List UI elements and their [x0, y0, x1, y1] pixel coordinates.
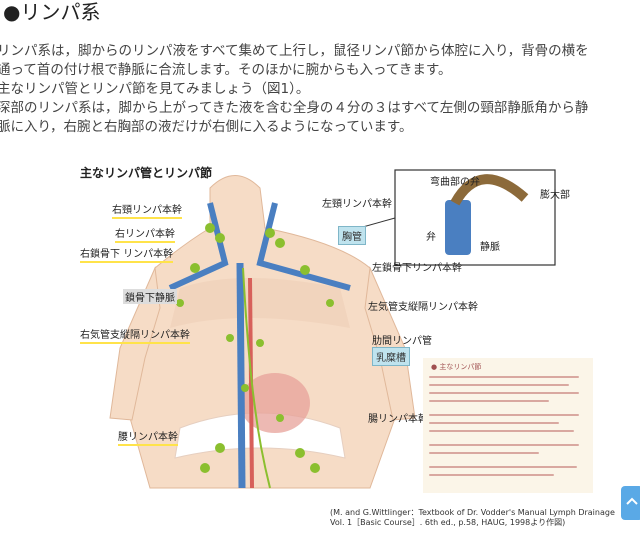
label-lumbar-trunk: 腰リンパ本幹	[118, 428, 178, 446]
label-subclavian-vein: 鎖骨下静脈	[123, 289, 177, 304]
note-text-line	[429, 452, 539, 454]
section-heading: ●リンパ系	[3, 0, 101, 24]
inset-label-dilated: 膨大部	[540, 190, 570, 201]
citation-line: Vol. 1［Basic Course］. 6th ed., p.58, HAU…	[330, 518, 566, 527]
figure-citation: (M. and G.Wittlinger：Textbook of Dr. Vod…	[330, 508, 615, 528]
scroll-to-top-button[interactable]	[621, 486, 640, 520]
label-thoracic-duct: 胸管	[338, 226, 366, 245]
paragraph-line: 通って首の付け根で静脈に合流します。そのほかに腕からも入ってきます。	[0, 62, 452, 78]
label-left-bronchomediastinal: 左気管支縦隔リンパ本幹	[368, 302, 478, 313]
note-text-line	[429, 430, 574, 432]
paragraph-line: 主なリンパ管とリンパ節を見てみましょう（図1）。	[0, 81, 310, 97]
label-right-subclavian: 右鎖骨下 リンパ本幹	[80, 245, 174, 263]
label-left-jugular: 左頸リンパ本幹	[322, 199, 392, 210]
label-intestinal-trunk: 腸リンパ本幹	[368, 414, 428, 425]
lymphatic-system-figure	[60, 158, 600, 530]
note-text-line	[429, 414, 579, 416]
note-text-line	[429, 384, 569, 386]
inset-label-vein: 静脈	[480, 242, 500, 253]
note-text-line	[429, 466, 577, 468]
paragraph-line: 深部のリンパ系は，脚から上がってきた液を含む全身の４分の３はすべて左側の頸部静脈…	[0, 100, 589, 116]
note-text-line	[429, 444, 579, 446]
note-text-line	[429, 422, 559, 424]
citation-line: (M. and G.Wittlinger：Textbook of Dr. Vod…	[330, 508, 615, 517]
paragraph-line: リンパ系は，脚からのリンパ液をすべて集めて上行し，鼠径リンパ節から体腔に入り，背…	[0, 43, 589, 59]
inset-label-valve: 弁	[426, 232, 436, 243]
note-text-line	[429, 400, 549, 402]
anatomy-illustration	[109, 169, 556, 489]
note-text-line	[429, 376, 579, 378]
label-intercostal: 肋間リンパ管	[372, 336, 432, 347]
label-left-subclavian: 左鎖骨下リンパ本幹	[372, 263, 462, 274]
inset-label-arch: 弯曲部の弁	[430, 177, 480, 188]
arrow-up-icon	[626, 497, 638, 505]
paragraph-line: 脈に入り，右腕と右胸部の液だけが右側に入るようになっています。	[0, 119, 413, 135]
note-text-line	[429, 392, 579, 394]
note-panel: ● 主なリンパ節	[423, 358, 593, 493]
note-text-line	[429, 474, 554, 476]
label-cisterna-chyli: 乳糜槽	[372, 347, 410, 366]
figure-title: 主なリンパ管とリンパ節	[80, 166, 213, 180]
label-right-lymph-duct: 右リンパ本幹	[115, 225, 175, 243]
label-right-bronchomediastinal: 右気管支縦隔リンパ本幹	[80, 326, 190, 344]
label-right-jugular: 右頸リンパ本幹	[112, 201, 182, 219]
note-title: ● 主なリンパ節	[431, 363, 482, 371]
